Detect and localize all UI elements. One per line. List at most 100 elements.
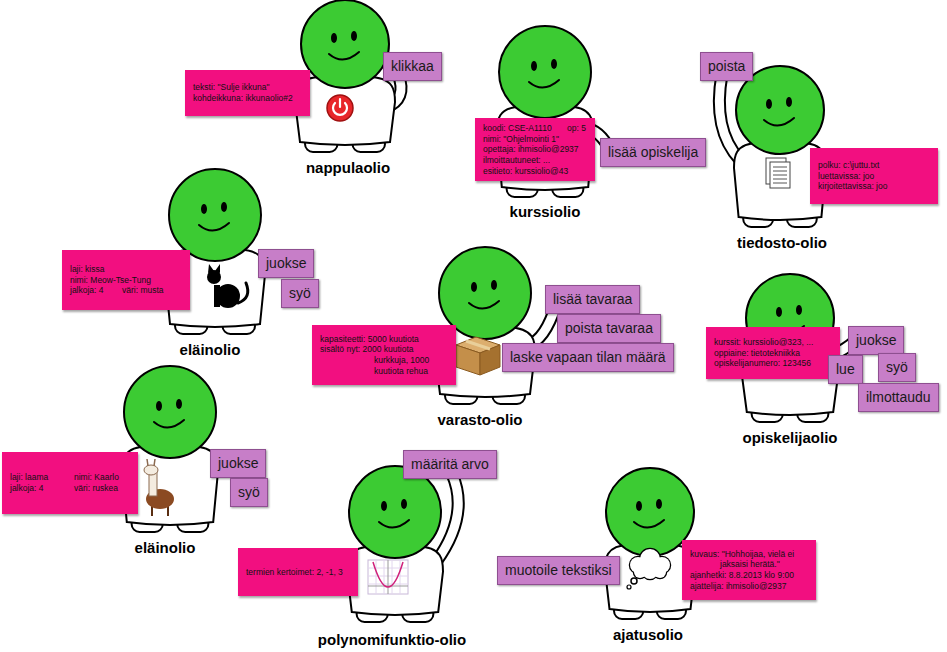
smile: [199, 223, 229, 231]
field-row: ilmottaudu: [866, 389, 931, 406]
smile: [529, 80, 559, 88]
field-row: lisää opiskelija: [608, 144, 698, 161]
eye: [796, 305, 802, 315]
smile: [154, 420, 184, 428]
graph-grid: [392, 560, 393, 594]
eye: [156, 401, 162, 411]
parabola: [373, 562, 403, 587]
attribute-text: opettaja: ihmisolio@2937: [483, 144, 579, 155]
object-caption: nappulaolio: [306, 159, 390, 177]
method-button: juokse: [210, 449, 266, 478]
method-name: poista tavaraa: [565, 320, 653, 337]
field-row: opettaja: ihmisolio@2937: [483, 144, 587, 155]
method-name: lisää tavaraa: [553, 291, 632, 308]
method-button: laske vapaan tilan määrä: [502, 343, 674, 372]
cat-ears: [208, 264, 220, 273]
eye: [351, 31, 357, 41]
eye: [471, 282, 477, 292]
method-name: juokse: [218, 455, 258, 472]
method-button: muotoile tekstiksi: [497, 556, 620, 585]
head: [124, 366, 216, 458]
cloud-bubble: [627, 585, 631, 589]
head: [606, 468, 694, 556]
attribute-text: opiskelijanumero: 123456: [714, 358, 811, 369]
field-row: polku: c:\juttu.txt: [818, 160, 930, 171]
eye: [381, 501, 387, 511]
smile: [329, 52, 359, 60]
field-row: sisältö nyt: 2000 kuutiota kurkkuja, 100…: [320, 344, 448, 376]
field-row: poista tavaraa: [565, 320, 653, 337]
field-row: laji: kissa: [70, 264, 182, 275]
attribute-sign: polku: c:\juttu.txtluettavissa: jookirjo…: [810, 148, 938, 204]
cloud-puff: [654, 566, 666, 578]
method-name: klikkaa: [391, 58, 434, 75]
attribute-text: nimi: Meow-Tse-Tung: [70, 275, 151, 286]
field-row: juokse: [218, 455, 258, 472]
field-row: juokse: [266, 255, 306, 272]
graph-icon: [368, 560, 408, 594]
eye: [656, 499, 662, 509]
object-caption: ajatusolio: [613, 626, 683, 644]
method-name: syö: [238, 484, 260, 501]
attribute-text: koodi: CSE-A1110: [483, 123, 559, 134]
eye: [221, 202, 227, 212]
attribute-text: jalkoja: 4: [70, 285, 114, 296]
field-row: nimi: Meow-Tse-Tung: [70, 275, 182, 286]
object-caption: opiskelijaolio: [742, 429, 837, 447]
method-name: juokse: [266, 255, 306, 272]
attribute-sign: termien kertoimet: 2, -1, 3: [238, 548, 358, 596]
method-button: määritä arvo: [403, 450, 497, 479]
method-name: poista: [708, 58, 745, 75]
attribute-text: kohdeikkuna: ikkunaolio#2: [193, 93, 293, 104]
field-row: laji: laamanimi: Kaarlo: [10, 472, 130, 483]
cloud-fill: [634, 566, 646, 578]
paper: [770, 162, 790, 188]
attribute-text: laji: kissa: [70, 264, 104, 275]
field-row: kirjoitettavissa: joo: [818, 181, 930, 192]
head: [169, 169, 261, 261]
method-name: ilmottaudu: [866, 389, 931, 406]
head: [349, 466, 441, 558]
method-button: lue: [828, 355, 863, 384]
field-row: ilmoittautuneet: ...: [483, 155, 587, 166]
method-name: juokse: [856, 332, 896, 349]
attribute-sign: teksti: "Sulje ikkuna"kohdeikkuna: ikkun…: [185, 70, 310, 116]
eye: [201, 204, 207, 214]
object-caption: polynomifunktio-olio: [318, 631, 466, 649]
attribute-text: ajattelija: ihmisolio@2937: [690, 581, 787, 592]
method-button: lisää tavaraa: [545, 285, 640, 314]
document-icon: [766, 158, 790, 188]
field-row: syö: [289, 285, 311, 302]
field-row: syö: [886, 359, 908, 376]
attribute-text: luettavissa: joo: [818, 171, 874, 182]
method-button: poista tavaraa: [557, 314, 661, 343]
attribute-text: op: 5: [567, 123, 586, 134]
llama-ears: [147, 459, 155, 466]
field-row: termien kertoimet: 2, -1, 3: [246, 567, 350, 578]
attribute-sign: laji: laamanimi: Kaarlojalkoja: 4väri: r…: [2, 452, 138, 514]
power-line: [339, 99, 341, 107]
method-name: määritä arvo: [411, 456, 489, 473]
field-row: lue: [836, 361, 855, 378]
smile: [764, 118, 794, 126]
paper-line: [773, 171, 787, 172]
field-row: jalkoja: 4väri: ruskea: [10, 483, 130, 494]
box-tape: [466, 341, 490, 349]
field-row: luettavissa: joo: [818, 171, 930, 182]
smile: [469, 301, 499, 309]
method-name: muotoile tekstiksi: [505, 562, 612, 579]
eye: [786, 97, 792, 107]
attribute-text: nimi: "Ohjelmointi 1": [483, 134, 559, 145]
method-button: ilmottaudu: [858, 383, 939, 412]
method-button: syö: [281, 279, 319, 308]
paper-line: [773, 167, 787, 168]
attribute-text: jalkoja: 4: [10, 483, 66, 494]
method-button: juokse: [848, 326, 904, 355]
field-row: laske vapaan tilan määrä: [510, 349, 666, 366]
field-row: ajanhetki: 8.8.2013 klo 9:00: [690, 570, 808, 581]
field-row: muotoile tekstiksi: [505, 562, 612, 579]
object-caption: varasto-olio: [437, 411, 522, 429]
paper-line: [773, 179, 787, 180]
method-button: syö: [230, 478, 268, 507]
method-name: lue: [836, 361, 855, 378]
